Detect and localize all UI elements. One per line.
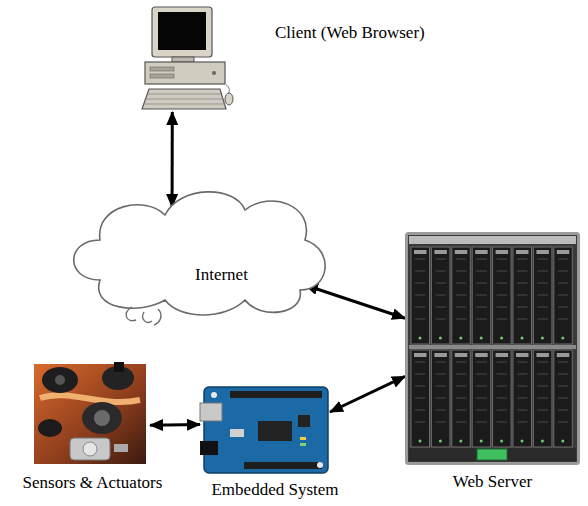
double-arrow xyxy=(305,285,405,318)
internet-cloud: Internet xyxy=(60,185,330,325)
client-computer: Client (Web Browser) xyxy=(140,5,235,112)
sensors-collage xyxy=(30,358,150,470)
sensors-actuators: Sensors & Actuators xyxy=(30,358,150,470)
double-arrow xyxy=(150,423,200,427)
node-caption: Web Server xyxy=(405,472,580,492)
node-caption: Client (Web Browser) xyxy=(275,23,425,43)
arduino-board-icon xyxy=(200,385,330,475)
cloud-outline xyxy=(60,185,330,325)
blade-server-icon xyxy=(405,232,580,465)
computer-icon xyxy=(140,5,235,112)
double-arrow xyxy=(330,376,405,412)
embedded-system: Embedded System xyxy=(200,385,330,475)
node-caption: Sensors & Actuators xyxy=(0,473,185,493)
web-server: Web Server xyxy=(405,232,580,465)
node-caption: Embedded System xyxy=(190,480,360,500)
node-caption: Internet xyxy=(195,265,248,285)
double-arrow xyxy=(171,112,174,207)
